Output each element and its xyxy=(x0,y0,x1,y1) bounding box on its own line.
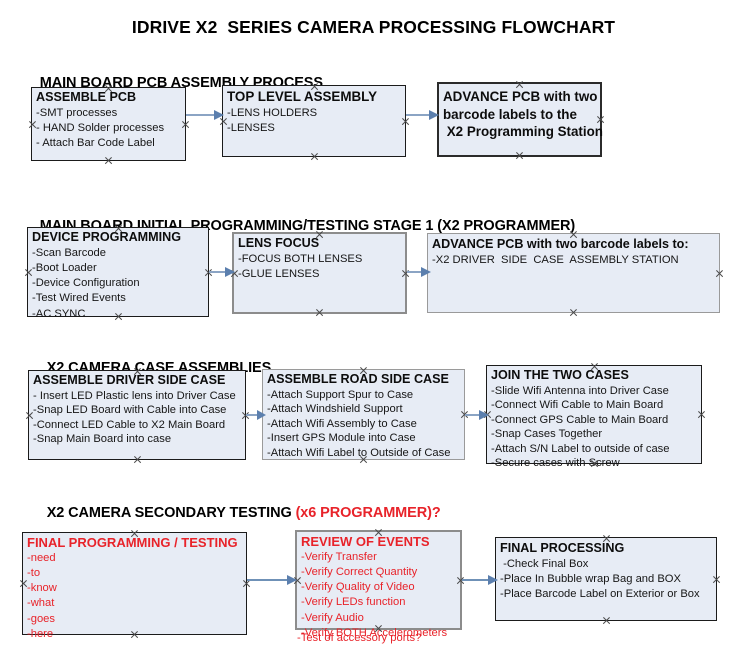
node-item: -Place In Bubble wrap Bag and BOX xyxy=(500,572,681,585)
selection-handle[interactable] xyxy=(315,308,324,317)
node-item: -Verify Transfer xyxy=(301,550,377,563)
node-item: -know xyxy=(27,582,57,595)
node-item: -Test Wired Events xyxy=(32,292,126,305)
node-item: -Attach Windshield Support xyxy=(267,403,403,416)
node-item: -Snap LED Board with Cable into Case xyxy=(33,404,227,417)
node-item: -Place Barcode Label on Exterior or Box xyxy=(500,588,700,601)
section-heading-4: X2 CAMERA SECONDARY TESTING (x6 PROGRAMM… xyxy=(31,489,441,537)
node-item: -Verify Correct Quantity xyxy=(301,565,418,578)
node-advance-pcb-to-programming-station[interactable]: ADVANCE PCB with two barcode labels to t… xyxy=(437,82,603,160)
connector-arrow xyxy=(246,410,266,420)
connector-arrow xyxy=(465,410,489,420)
node-item: X2 Programming Station xyxy=(443,124,603,139)
node-item: - HAND Solder processes xyxy=(36,121,165,134)
node-item: -what xyxy=(27,597,55,610)
node-item: -Slide Wifi Antenna into Driver Case xyxy=(491,384,669,397)
node-header: ASSEMBLE PCB xyxy=(36,90,137,104)
node-header: LENS FOCUS xyxy=(238,236,320,250)
selection-handle[interactable] xyxy=(310,152,319,161)
node-item: -SMT processes xyxy=(36,106,118,119)
selection-handle[interactable] xyxy=(133,455,142,464)
selection-handle[interactable] xyxy=(569,308,578,317)
selection-handle[interactable] xyxy=(104,156,113,165)
node-item-overflow: -Test of accessory ports? xyxy=(297,632,422,644)
node-final-programming-testing[interactable]: FINAL PROGRAMMING / TESTING -need -to -k… xyxy=(22,532,247,640)
connector-arrow xyxy=(407,267,431,277)
node-header: FINAL PROGRAMMING / TESTING xyxy=(27,535,238,550)
node-item: -AC SYNC xyxy=(32,307,86,320)
node-item: -Scan Barcode xyxy=(32,246,107,259)
node-item: barcode labels to the xyxy=(443,106,577,122)
node-item: -Attach Wifi Assembly to Case xyxy=(267,417,417,430)
connector-arrow xyxy=(209,267,235,277)
node-item: -Attach S/N Label to outside of case xyxy=(491,442,670,455)
connector-arrow xyxy=(186,110,224,120)
node-header: ADVANCE PCB with two xyxy=(443,89,598,104)
selection-handle[interactable] xyxy=(602,616,611,625)
node-item: -Snap Main Board into case xyxy=(33,433,172,446)
node-item: -Device Configuration xyxy=(32,277,140,290)
node-item: -Snap Cases Together xyxy=(491,428,603,441)
node-header: JOIN THE TWO CASES xyxy=(491,368,629,382)
connector-arrow xyxy=(462,575,498,585)
node-item: - Attach Bar Code Label xyxy=(36,137,155,150)
connector-arrow xyxy=(406,110,439,120)
node-assemble-pcb[interactable]: ASSEMBLE PCB -SMT processes - HAND Solde… xyxy=(31,87,186,161)
node-lens-focus[interactable]: LENS FOCUS -FOCUS BOTH LENSES -GLUE LENS… xyxy=(232,232,407,314)
node-item: -X2 DRIVER SIDE CASE ASSEMBLY STATION xyxy=(432,253,679,266)
node-item: -Verify Audio xyxy=(301,611,364,624)
node-item: -Verify Quality of Video xyxy=(301,581,415,594)
connector-arrow xyxy=(247,575,297,585)
node-item: -Verify BOTH Accelerometers xyxy=(301,626,448,639)
selection-handle[interactable] xyxy=(515,151,524,160)
node-item: -Attach Support Spur to Case xyxy=(267,388,414,401)
node-assemble-driver-side-case[interactable]: ASSEMBLE DRIVER SIDE CASE - Insert LED P… xyxy=(28,370,246,460)
section-heading-4-text: X2 CAMERA SECONDARY TESTING xyxy=(46,505,296,521)
selection-handle[interactable] xyxy=(715,269,724,278)
node-item: -LENS HOLDERS xyxy=(227,106,318,119)
node-item: -need xyxy=(27,551,56,564)
page-title: IDRIVE X2 SERIES CAMERA PROCESSING FLOWC… xyxy=(131,17,616,37)
node-header: TOP LEVEL ASSEMBLY xyxy=(227,89,378,104)
node-item: -FOCUS BOTH LENSES xyxy=(238,252,363,265)
node-final-processing[interactable]: FINAL PROCESSING -Check Final Box -Place… xyxy=(495,537,717,621)
node-advance-pcb-to-driver-side-case[interactable]: ADVANCE PCB with two barcode labels to: … xyxy=(427,233,720,313)
section-heading-4-accent: (x6 PROGRAMMER)? xyxy=(295,505,441,521)
node-review-of-events[interactable]: REVIEW OF EVENTS -Verify Transfer -Verif… xyxy=(295,530,462,639)
node-item: -to xyxy=(27,566,41,579)
node-item: -GLUE LENSES xyxy=(238,267,320,280)
node-item: - Insert LED Plastic lens into Driver Ca… xyxy=(33,389,236,402)
node-header: ADVANCE PCB with two barcode labels to: xyxy=(432,237,689,251)
node-item: -Secure cases with Screw xyxy=(491,457,620,470)
node-assemble-road-side-case[interactable]: ASSEMBLE ROAD SIDE CASE -Attach Support … xyxy=(262,369,465,460)
node-item: -goes xyxy=(27,612,55,625)
node-item: -Check Final Box xyxy=(500,557,589,570)
node-item: -Connect LED Cable to X2 Main Board xyxy=(33,418,226,431)
node-header: REVIEW OF EVENTS xyxy=(301,534,430,549)
node-item: -Insert GPS Module into Case xyxy=(267,432,416,445)
node-top-level-assembly[interactable]: TOP LEVEL ASSEMBLY -LENS HOLDERS -LENSES xyxy=(222,85,406,157)
node-item: -here xyxy=(27,627,54,640)
node-header: ASSEMBLE ROAD SIDE CASE xyxy=(267,372,449,386)
node-item: -Verify LEDs function xyxy=(301,596,406,609)
node-item: -Boot Loader xyxy=(32,261,97,274)
node-item: -Connect GPS Cable to Main Board xyxy=(491,413,669,426)
node-join-the-two-cases[interactable]: JOIN THE TWO CASES -Slide Wifi Antenna i… xyxy=(486,365,702,469)
node-item: -LENSES xyxy=(227,121,275,134)
node-device-programming[interactable]: DEVICE PROGRAMMING -Scan Barcode -Boot L… xyxy=(27,227,209,320)
node-item: -Connect Wifi Cable to Main Board xyxy=(491,399,664,412)
node-header: DEVICE PROGRAMMING xyxy=(32,230,182,244)
node-header: ASSEMBLE DRIVER SIDE CASE xyxy=(33,373,226,387)
node-item: -Attach Wifi Label to Outside of Case xyxy=(267,446,451,459)
node-header: FINAL PROCESSING xyxy=(500,541,625,555)
